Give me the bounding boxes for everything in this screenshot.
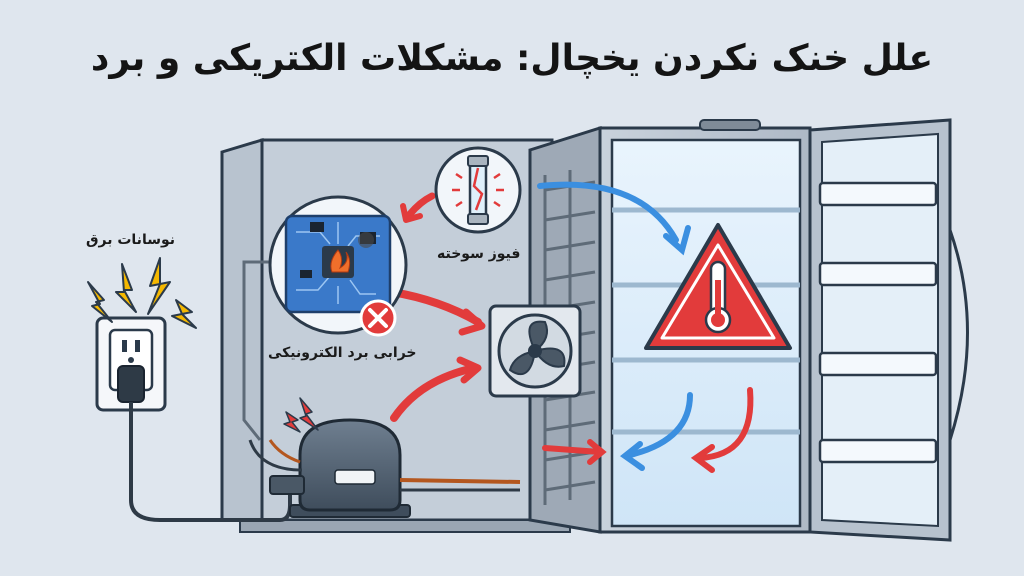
fan-icon	[488, 304, 582, 398]
label-blown-fuse: فیوز سوخته	[437, 246, 521, 262]
warning-thermometer-icon	[644, 223, 792, 350]
power-plug-icon	[117, 365, 145, 403]
airflow-arrows	[537, 181, 754, 473]
blown-fuse-icon	[434, 146, 522, 234]
board-wire	[242, 260, 270, 441]
compressor-icon	[248, 418, 521, 518]
spark-icons	[87, 257, 197, 329]
fridge-door	[808, 118, 969, 542]
compressor-spark-icon	[283, 397, 319, 433]
power-outlet-icon	[95, 316, 167, 412]
fault-arrows	[388, 192, 486, 422]
label-board-failure: خرابی برد الکترونیکی	[268, 345, 417, 361]
error-x-icon	[359, 299, 397, 337]
page-title: علل خنک نکردن یخچال: مشکلات الکتریکی و ب…	[90, 38, 934, 79]
label-power-fluctuation: نوسانات برق	[86, 232, 175, 248]
circuit-board-icon	[268, 195, 408, 335]
